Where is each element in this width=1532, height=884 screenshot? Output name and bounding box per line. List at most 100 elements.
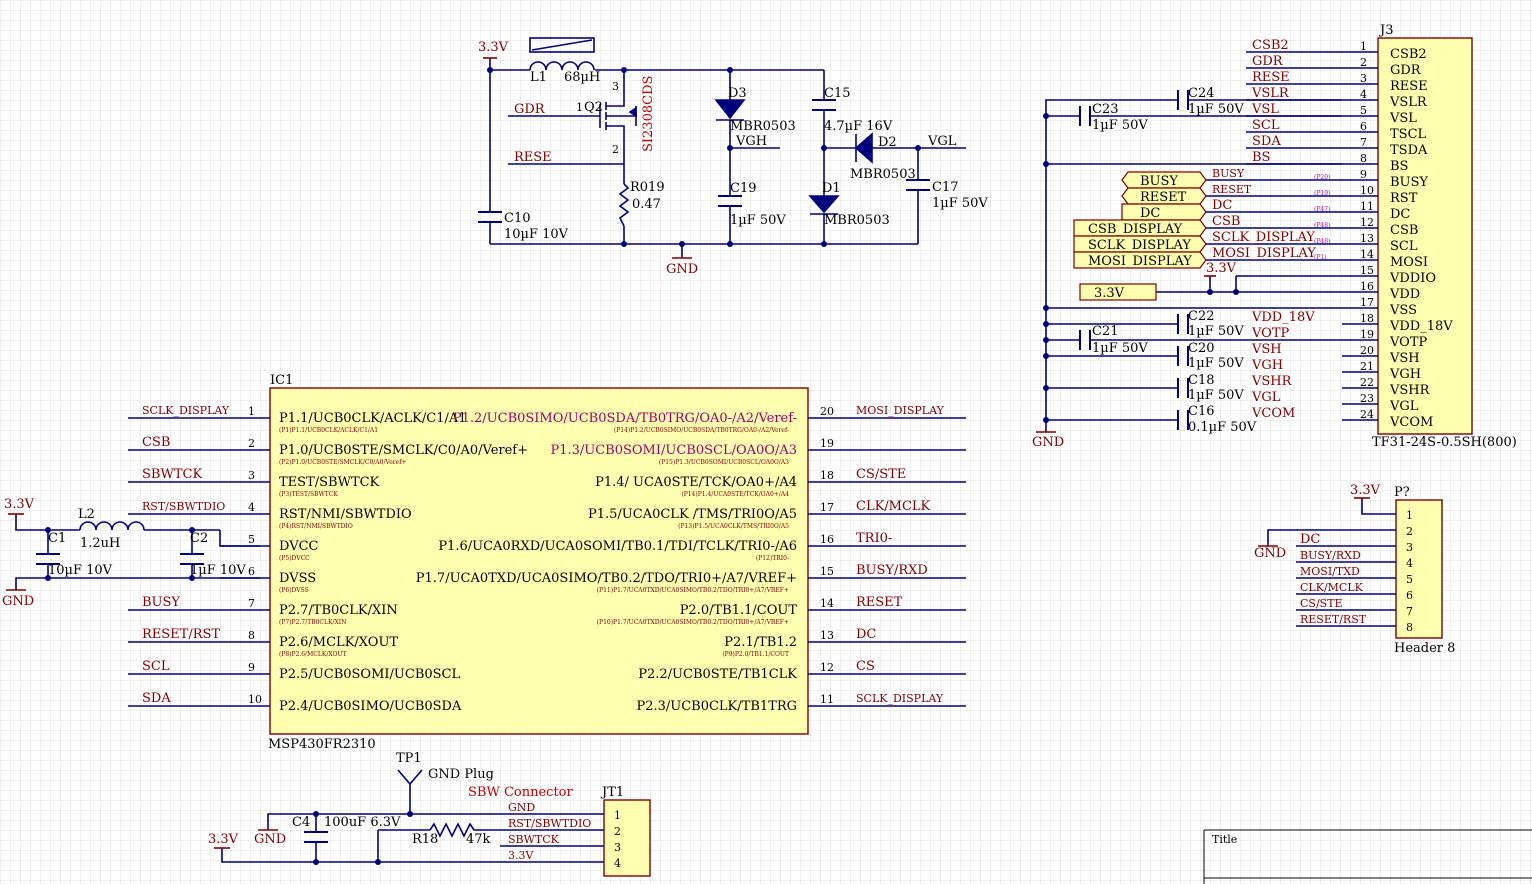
R019-value: 0.47 [632,197,661,212]
ic1-part: MSP430FR2310 [268,737,376,752]
C24-value: 1µF 50V [1188,102,1244,117]
ic1-left-net: RESET/RST [142,627,220,642]
R18-ref: R18 [412,832,438,847]
j3-pin-number: 23 [1360,392,1374,405]
C10-value: 10µF 10V [504,227,569,242]
ic1-pin-sub: (P6)DVSS [279,587,309,594]
C19-ref: C19 [730,181,757,196]
gnd-top-label: GND [666,262,698,277]
j3-pin-net: VGL [1251,390,1281,405]
header8-pin-number: 8 [1406,621,1413,634]
port-mosi-display: MOSI_DISPLAY [1088,254,1192,269]
Q2-pin2: 2 [612,143,619,156]
C21-ref: C21 [1092,324,1119,339]
C19-value: 1µF 50V [730,213,786,228]
j3-pin-name: VOTP [1389,335,1427,350]
jt1-pin-net: RST/SBWTDIO [508,817,591,830]
j3-pin-name: BS [1390,159,1408,174]
capacitor-C4 [304,831,328,843]
title-block-label: Title [1212,833,1237,846]
j3-pin-name: VSLR [1389,95,1428,110]
j3-pin-name: CSB2 [1390,47,1427,62]
j3-pin-name: MOSI [1390,255,1428,270]
ic1-right-pins: 20P1.2/UCB0SIMO/UCB0SDA/TB0TRG/OA0-/A2/V… [416,404,966,714]
ic1-pin-name: P1.7/UCA0TXD/UCA0SIMO/TB0.2/TDO/TRI0+/A7… [416,571,797,586]
j3-pin-name: VDDIO [1389,271,1436,286]
header8-pin-net: MOSI/TXD [1300,565,1360,578]
C16-ref: C16 [1188,404,1215,419]
j3-pin-net: SCLK_DISPLAY [1212,230,1315,245]
j3-pin-name: VDD [1389,287,1420,302]
j3-pin-number: 3 [1360,72,1367,85]
j3-pin-net: BS [1252,150,1270,165]
sbw-wiring [221,784,604,863]
j3-body [1377,37,1473,435]
ic1-pin-name: DVSS [279,571,316,586]
ic1-pin-name: P1.3/UCB0SOMI/UCB0SCL/OA0O/A3 [550,443,797,458]
ic1-left-net: RST/SBWTDIO [142,500,225,513]
j3-pin-name: TSCL [1390,127,1427,142]
ic1-pin-name: P1.1/UCB0CLK/ACLK/C1/A1 [279,411,467,426]
j3-part: TF31-24S-0.5SH(800) [1372,435,1517,450]
D1-ref: D1 [822,181,841,196]
C15-value: 4.7µF 16V [824,119,893,134]
j3-pin-net: SCL [1252,118,1280,133]
jt1-pin-net: GND [508,801,535,814]
j3-pin-name: RST [1390,191,1418,206]
power-3v3-top: 3.3V [478,40,509,55]
ic1-pin-name: P1.4/ UCA0STE/TCK/OA0+/A4 [595,475,797,490]
ic1-pin-sub: (P4)RST/NMI/SBWTDIO [279,523,353,530]
capacitor-C17 [906,179,930,191]
testpoint-TP1 [397,769,423,786]
jt1-pin-net: 3.3V [508,849,534,862]
C1-value: 10µF 10V [48,563,113,578]
ic1-pin-sub: (P15)P1.3/UCB0SOMI/UCB0SCL/OA0O/A3 [659,459,789,466]
power-3v3-bottom: 3.3V [208,832,239,847]
capacitor-C10 [478,211,502,223]
port-flags [1073,171,1207,301]
j3-probe: (P20) [1314,174,1330,181]
j3-pin-net: VSH [1251,342,1282,357]
C4-value: 100uF 6.3V [324,815,401,830]
C23-ref: C23 [1092,102,1119,117]
j3-pin-number: 19 [1360,328,1374,341]
C2-value: 1µF 10V [190,563,246,578]
j3-pin-name: VSS [1389,303,1417,318]
ic1-pin-sub: (P2)P1.0/UCB0STE/SMCLK/C0/A0/Veref+ [279,459,406,466]
j3-pin-number: 10 [1360,184,1374,197]
ic1-pin-name: P2.1/TB1.2 [724,635,797,650]
ic1-pin-number: 14 [820,597,834,610]
ic1-ref: IC1 [270,373,293,388]
capacitor-C2 [180,553,204,565]
j3-pin-number: 4 [1360,88,1367,101]
j3-pin-number: 12 [1360,216,1374,229]
ic1-pin-number: 13 [820,629,834,642]
header8-pin-net: RESET/RST [1300,613,1367,626]
ic1-pin-sub: (P8)P2.6/MCLK/XOUT [279,651,347,658]
ic1-right-net: MOSI_DISPLAY [856,404,945,417]
j3-pin-name: VGL [1389,399,1419,414]
net-vgh-boost: VGH [735,134,767,149]
ic1-pin-number: 7 [248,597,255,610]
D2-value: MBR0503 [850,167,916,182]
ic1-pin-sub: (P11)P1.7/UCA0TXD/UCA0SIMO/TB0.2/TDO/TRI… [597,587,789,594]
j3-pin-net: VSL [1251,102,1279,117]
boost-junctions [487,67,921,247]
C21-value: 1µF 50V [1092,341,1148,356]
jt1-part: SBW Connector [468,785,573,800]
ic1-pin-sub: (P12)TRI0- [756,555,789,562]
gnd-left-label: GND [2,594,34,609]
C17-value: 1µF 50V [932,196,988,211]
ic1-pin-number: 9 [248,661,255,674]
ic1-pin-name: TEST/SBWTCK [279,475,380,490]
ic1-pin-number: 2 [248,437,255,450]
supply-filter [15,514,260,590]
header8-pin-net: CLK/MCLK [1300,581,1364,594]
j3-pin-name: VDD_18V [1389,319,1453,334]
ic1-body [269,387,809,735]
mosfet-Q2 [599,100,637,130]
j3-pin-net: RESET [1212,183,1252,196]
ic1-right-net: RESET [856,595,903,610]
jt1-pin-number: 2 [614,825,621,838]
